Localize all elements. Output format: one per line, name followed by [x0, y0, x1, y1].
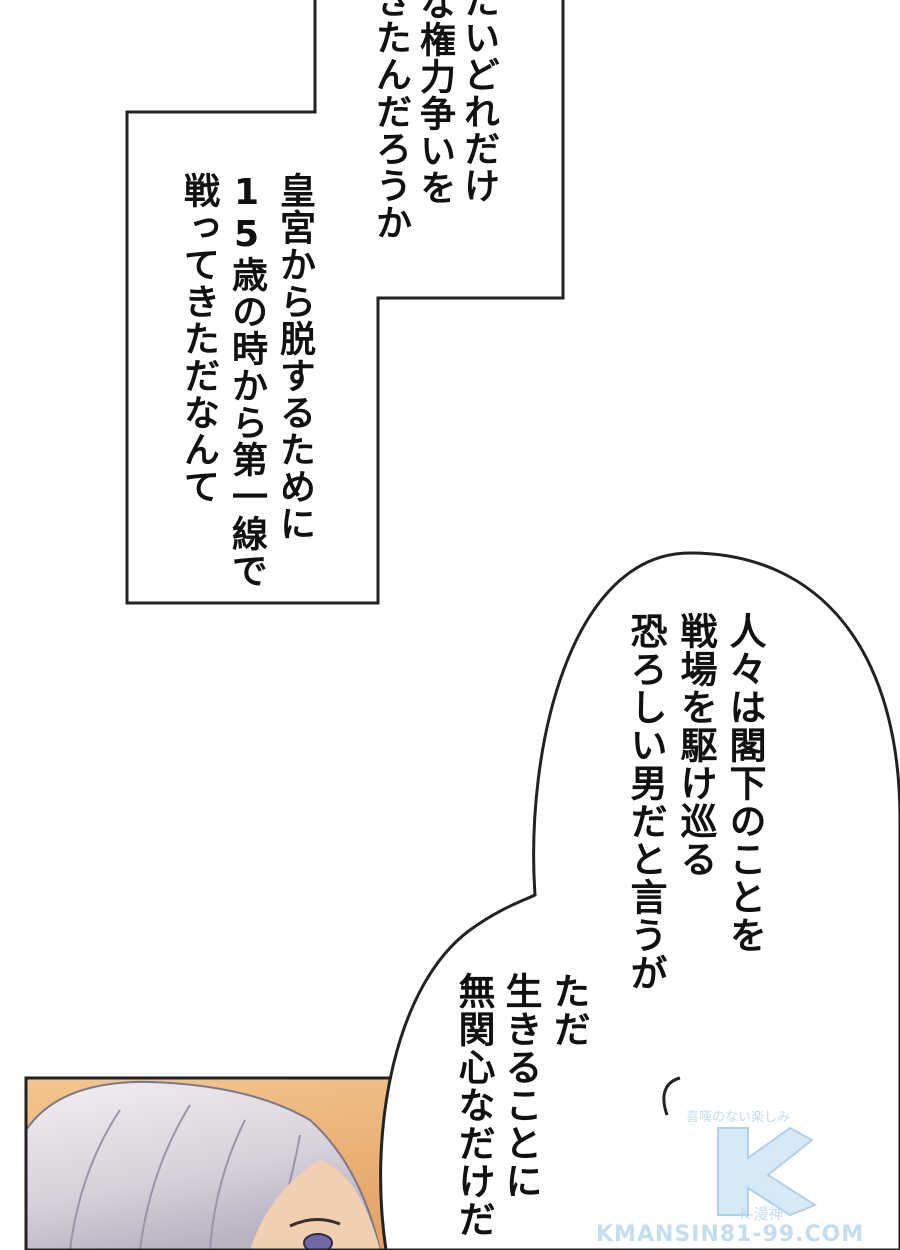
speech-text-col-2: 戦場を駆け巡る [674, 612, 717, 878]
narration-text-col-6: 戦ってきただなんて [178, 172, 219, 505]
narration-text-col-4: 皇宮から脱するために [274, 172, 315, 542]
speech-text-col-3: 恐ろしい男だと言うが [624, 612, 667, 992]
narration-box [125, 0, 565, 605]
character-face [250, 1160, 380, 1250]
character-eye [303, 1233, 333, 1250]
narration-text-col-5: 15歳の時から第一線で [226, 172, 267, 589]
watermark-url: KMANSIN81-99.COM [596, 1222, 865, 1247]
narration-text-col-2: な権力争いを [414, 0, 455, 206]
watermark-tagline: 喜嘆のない楽しみ [686, 1110, 791, 1125]
speech-text-col-1: 人々は閣下のことを [723, 612, 766, 954]
narration-text-col-3: きたんだろうか [370, 0, 411, 241]
speech-text-col-6: 無関心なだけだ [452, 972, 495, 1238]
narration-text-col-1: たいどれだけ [458, 0, 499, 204]
watermark-brand: K-漫神 [740, 1205, 784, 1223]
speech-text-col-5: 生きることに [499, 972, 542, 1200]
speech-bubble [379, 551, 900, 1250]
speech-text-col-4: ただ [547, 972, 590, 1048]
